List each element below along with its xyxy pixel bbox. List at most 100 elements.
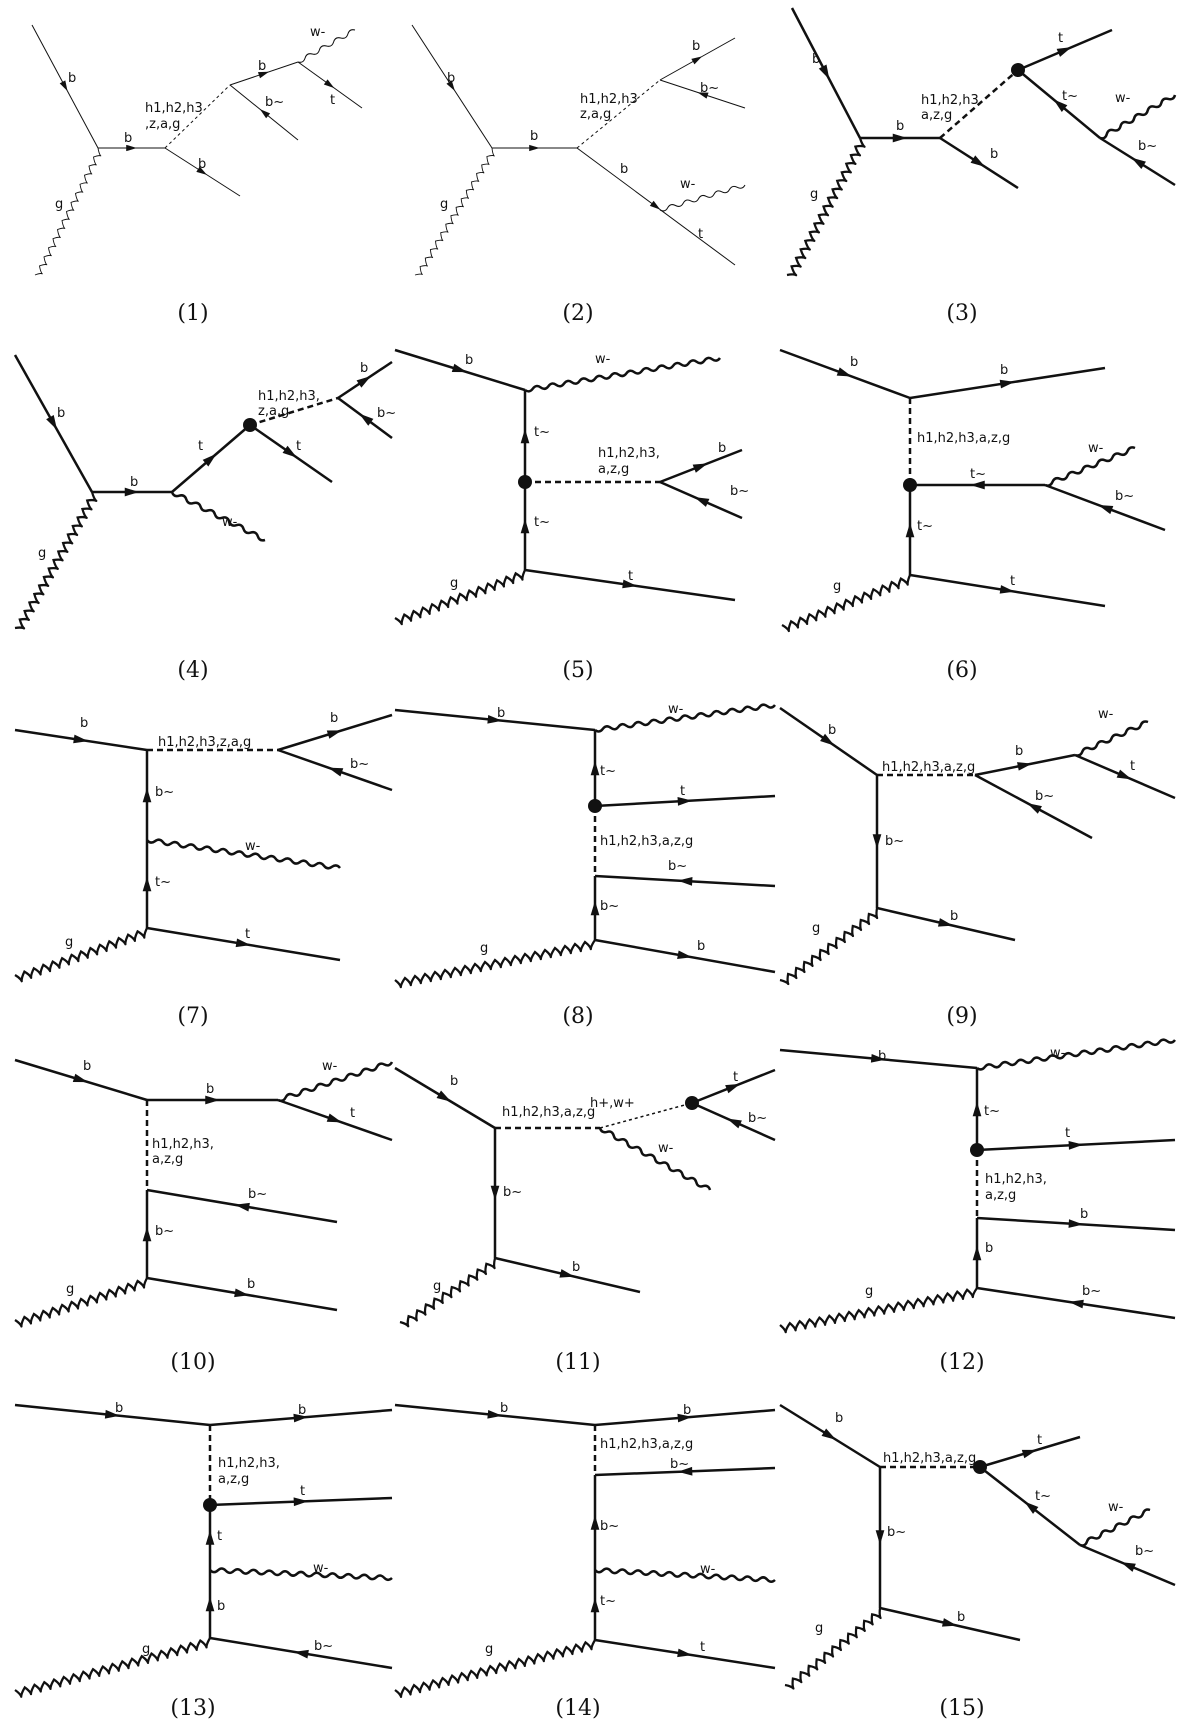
particle-label: b~ [377, 406, 396, 421]
particle-label: t [217, 1529, 222, 1544]
arrow-head [559, 1269, 575, 1278]
arrow-head [941, 1618, 958, 1627]
effective-vertex-dot [203, 1498, 217, 1512]
particle-label: h1,h2,h3,a,z,g [600, 834, 693, 849]
particle-label: g [142, 1642, 150, 1657]
arrow-head [487, 1409, 503, 1419]
particle-label: w- [1115, 91, 1131, 106]
arrow-head [326, 1113, 342, 1123]
particle-label: g [38, 546, 46, 561]
arrow-head [1098, 504, 1114, 515]
particle-label: t~ [600, 764, 616, 779]
particle-label: g [450, 576, 458, 591]
particle-label: b [206, 1082, 214, 1097]
arrow-head [205, 1596, 215, 1612]
particle-label: h1,h2,h3, [258, 389, 320, 404]
particle-label: t [350, 1106, 355, 1121]
particle-label: b~ [600, 899, 619, 914]
panel-caption: (1) [177, 301, 208, 326]
particle-label: t [1037, 1433, 1042, 1448]
particle-label: a,z,g [985, 1188, 1016, 1203]
panel-caption: (12) [939, 1350, 984, 1375]
particle-label: g [865, 1284, 873, 1299]
particle-label: t~ [534, 425, 550, 440]
effective-vertex-dot [518, 475, 532, 489]
particle-label: t~ [970, 467, 986, 482]
arrow-head [257, 71, 270, 79]
arrow-head [590, 1515, 600, 1530]
particle-label: h1,h2,h3,a,z,g [882, 760, 975, 775]
particle-label: b [217, 1599, 225, 1614]
particle-label: w- [222, 515, 238, 530]
particle-label: b [360, 361, 368, 376]
particle-label: t~ [1062, 89, 1078, 104]
particle-label: a,z,g [152, 1152, 183, 1167]
panel-caption: (13) [170, 1696, 215, 1721]
particle-label: w- [313, 1561, 329, 1576]
particle-label: h1,h2,h3, [152, 1137, 214, 1152]
effective-vertex-dot [970, 1143, 984, 1157]
particle-label: t [1065, 1126, 1070, 1141]
particle-label: t [245, 927, 250, 942]
particle-label: g [815, 1621, 823, 1636]
gluon-line [399, 1257, 497, 1328]
arrow-head [970, 155, 986, 167]
gluon-line [414, 147, 495, 276]
arrow-head [520, 428, 530, 444]
particle-label: h1,h2,h3, [985, 1172, 1047, 1187]
particle-label: b [835, 1411, 843, 1426]
particle-label: t [698, 227, 703, 242]
arrow-head [820, 733, 835, 746]
diagram-panel-11: bh1,h2,h3,a,z,gh+,w+tb~w-b~gb(11) [394, 1066, 776, 1375]
particle-label: b~ [350, 757, 369, 772]
gluon-line [394, 569, 527, 626]
w-boson-line [594, 703, 776, 733]
arrow-head [1027, 803, 1042, 814]
arrow-head [142, 1226, 152, 1242]
particle-label: b~ [155, 785, 174, 800]
arrow-head [205, 1530, 215, 1545]
gluon-line [14, 1277, 149, 1328]
panel-caption: (15) [939, 1696, 984, 1721]
arrow-head [59, 80, 68, 92]
arrow-head [356, 375, 372, 388]
arrow-head [677, 1648, 693, 1658]
particle-label: b~ [1115, 489, 1134, 504]
particle-label: w- [1050, 1046, 1066, 1061]
particle-label: b [68, 71, 76, 86]
particle-label: b~ [600, 1519, 619, 1534]
arrow-head [490, 1185, 500, 1201]
arrow-head [726, 1118, 742, 1129]
w-boson-line [659, 184, 746, 212]
particle-label: h1,h2,h3, [218, 1456, 280, 1471]
particle-label: g [55, 197, 63, 212]
particle-label: w- [595, 352, 611, 367]
arrow-head [326, 730, 342, 739]
particle-label: g [65, 935, 73, 950]
arrow-head [293, 1413, 309, 1423]
particle-label: b [572, 1260, 580, 1275]
particle-label: t [296, 439, 301, 454]
w-boson-line [976, 1038, 1176, 1071]
arrow-head [725, 1083, 741, 1094]
arrow-head [872, 834, 882, 849]
gluon-line [14, 1637, 211, 1698]
particle-label: b [718, 441, 726, 456]
arrow-head [1068, 1141, 1084, 1150]
particle-label: b~ [1082, 1284, 1101, 1299]
arrow-head [818, 64, 830, 80]
arrow-head [691, 56, 703, 65]
particle-label: b~ [314, 1639, 333, 1654]
arrow-head [451, 363, 467, 373]
particle-label: b [692, 39, 700, 54]
panel-caption: (8) [562, 1004, 593, 1029]
gluon-line [786, 137, 866, 277]
particle-label: b [124, 131, 132, 146]
arrow-head [323, 79, 335, 89]
arrow-head [446, 80, 455, 91]
particle-label: b~ [730, 484, 749, 499]
arrow-head [677, 877, 693, 886]
